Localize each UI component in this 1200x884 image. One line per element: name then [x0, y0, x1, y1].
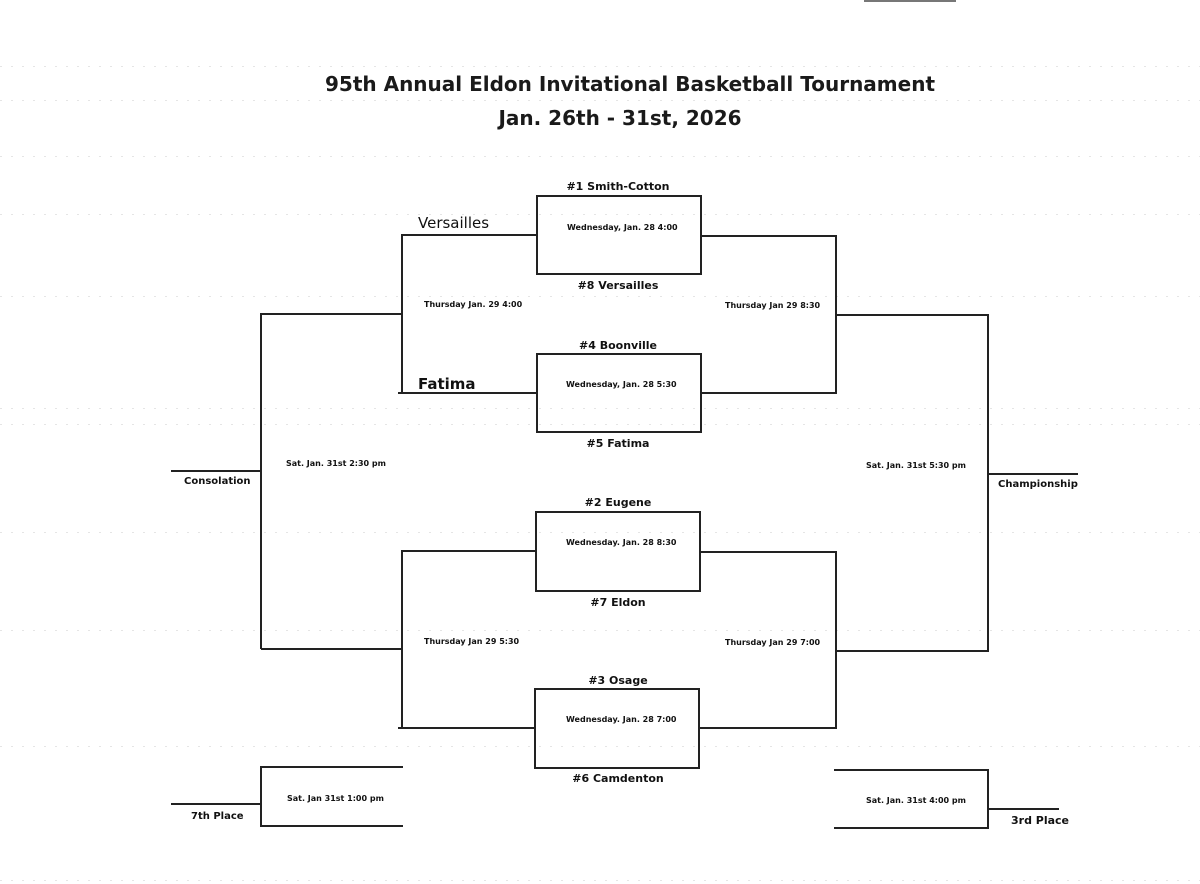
- scan-noise: [0, 532, 1200, 533]
- championship-label: Championship: [998, 479, 1078, 490]
- game-box-3: [535, 511, 701, 592]
- consolation-semi-bottom-time: Thursday Jan 29 5:30: [424, 637, 520, 646]
- bracket-line: [834, 827, 989, 829]
- bracket-line: [835, 551, 837, 729]
- team-seed-4: #4 Boonville: [579, 339, 657, 352]
- bracket-line: [398, 727, 534, 729]
- bracket-line: [261, 825, 403, 827]
- bracket-line: [989, 808, 1059, 810]
- consolation-final-time: Sat. Jan. 31st 2:30 pm: [286, 459, 386, 468]
- team-seed-8: #8 Versailles: [577, 279, 659, 292]
- scan-noise: [0, 880, 1200, 881]
- consolation-semi-top-time: Thursday Jan. 29 4:00: [424, 300, 523, 309]
- bracket-line: [989, 473, 1078, 475]
- game-time-1: Wednesday, Jan. 28 4:00: [567, 223, 678, 232]
- bracket-line: [261, 313, 402, 315]
- game-time-4: Wednesday. Jan. 28 7:00: [566, 715, 677, 724]
- tournament-title: 95th Annual Eldon Invitational Basketbal…: [325, 72, 935, 96]
- bracket-line: [398, 392, 536, 394]
- bracket-line: [401, 234, 403, 393]
- scan-noise: [0, 424, 1200, 425]
- scan-noise: [0, 746, 1200, 747]
- third-place-label: 3rd Place: [1011, 814, 1070, 827]
- bracket-line: [171, 803, 262, 805]
- seventh-place-time: Sat. Jan 31st 1:00 pm: [287, 794, 384, 803]
- team-seed-2: #2 Eugene: [584, 496, 652, 509]
- scan-noise: [0, 408, 1200, 409]
- consolation-label: Consolation: [184, 476, 251, 487]
- championship-time: Sat. Jan. 31st 5:30 pm: [866, 461, 966, 470]
- bracket-line: [837, 314, 989, 316]
- scan-noise: [0, 100, 1200, 101]
- game-box-1: [536, 195, 702, 275]
- bracket-line: [401, 550, 403, 728]
- scan-noise: [0, 296, 1200, 297]
- team-seed-1: #1 Smith-Cotton: [566, 180, 670, 193]
- game-time-2: Wednesday, Jan. 28 5:30: [566, 380, 677, 389]
- third-place-time: Sat. Jan. 31st 4:00 pm: [866, 796, 966, 805]
- semifinal-bottom-time: Thursday Jan 29 7:00: [725, 638, 821, 647]
- loser-advance-game1: Versailles: [418, 214, 490, 232]
- bracket-line: [260, 766, 262, 827]
- bracket-line: [987, 769, 989, 829]
- bracket-line: [261, 648, 402, 650]
- bracket-line: [261, 766, 403, 768]
- bracket-line: [260, 313, 262, 649]
- tournament-dates: Jan. 26th - 31st, 2026: [498, 106, 742, 130]
- team-seed-5: #5 Fatima: [586, 437, 650, 450]
- bracket-line: [701, 551, 837, 553]
- semifinal-top-time: Thursday Jan 29 8:30: [725, 301, 821, 310]
- team-seed-6: #6 Camdenton: [572, 772, 664, 785]
- loser-advance-game2: Fatima: [418, 375, 476, 393]
- team-seed-3: #3 Osage: [588, 674, 648, 687]
- scan-noise: [0, 66, 1200, 67]
- bracket-line: [700, 727, 837, 729]
- seventh-place-label: 7th Place: [191, 811, 244, 822]
- bracket-line: [402, 234, 536, 236]
- bracket-line: [987, 314, 989, 652]
- bracket-line: [702, 235, 837, 237]
- team-seed-7: #7 Eldon: [590, 596, 646, 609]
- scan-noise: [0, 630, 1200, 631]
- game-box-2: [536, 353, 702, 433]
- game-time-3: Wednesday. Jan. 28 8:30: [566, 538, 677, 547]
- bracket-line: [834, 769, 989, 771]
- bracket-line: [837, 650, 989, 652]
- scan-noise: [0, 156, 1200, 157]
- scan-noise: [0, 214, 1200, 215]
- bracket-line: [835, 235, 837, 394]
- game-box-4: [534, 688, 700, 769]
- scan-artifact-bar: [864, 0, 956, 2]
- bracket-line: [171, 470, 262, 472]
- bracket-line: [702, 392, 837, 394]
- bracket-line: [402, 550, 535, 552]
